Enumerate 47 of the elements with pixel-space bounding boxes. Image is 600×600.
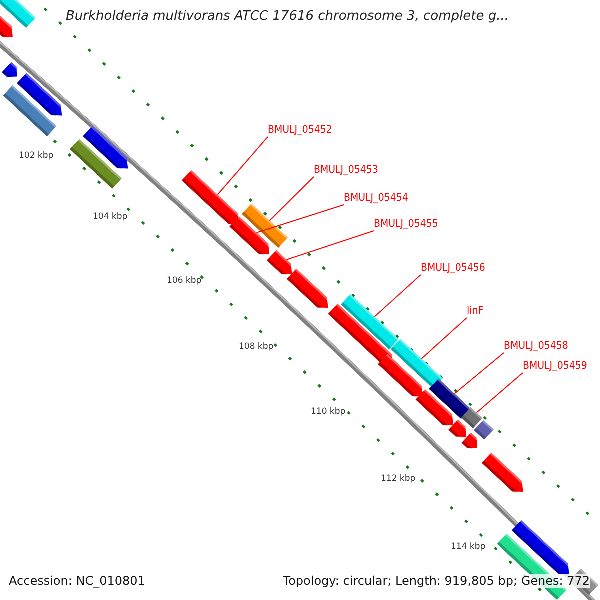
- gene-label: BMULJ_05453: [314, 164, 378, 177]
- leader-line: [217, 136, 268, 196]
- gene-block: [70, 139, 122, 189]
- gene-block: [462, 432, 478, 449]
- gene-label: BMULJ_05458: [504, 340, 568, 353]
- gene-block: [391, 339, 443, 389]
- gene-label: BMULJ_05454: [344, 192, 408, 205]
- scale-label: 106 kbp: [167, 276, 202, 287]
- scale-label: 112 kbp: [381, 474, 416, 485]
- gene-block: [266, 250, 292, 276]
- scale-label: 114 kbp: [451, 542, 486, 553]
- gene-block: [230, 216, 270, 255]
- gene-block: [416, 390, 454, 426]
- leader-line: [269, 176, 314, 222]
- gene-block: [2, 62, 18, 78]
- scale-label: 104 kbp: [93, 212, 128, 223]
- gene-block: [429, 378, 471, 420]
- gene-block: [512, 520, 570, 576]
- gene-block: [461, 407, 483, 429]
- leader-line: [454, 352, 504, 394]
- gene-block: [378, 354, 424, 398]
- gene-block: [0, 0, 36, 28]
- gene-block: [448, 420, 467, 438]
- leader-line: [256, 204, 344, 234]
- scale-label: 108 kbp: [239, 342, 274, 353]
- scale-label: 110 kbp: [311, 407, 346, 418]
- gene-label: BMULJ_05459: [523, 360, 588, 373]
- gene-block: [17, 73, 62, 116]
- gene-block: [242, 204, 288, 248]
- gene-block: [286, 268, 328, 309]
- gene-label: BMULJ_05452: [268, 124, 332, 137]
- scale-label: 102 kbp: [19, 151, 54, 162]
- gene-block: [474, 420, 494, 440]
- gene-block: [341, 294, 399, 350]
- footer-text: Accession: NC_010801: [9, 574, 146, 588]
- title: Burkholderia multivorans ATCC 17616 chromosome 3, complete g...: [66, 9, 509, 24]
- gene-block: [182, 170, 240, 226]
- gene-label: BMULJ_05456: [421, 262, 486, 275]
- leader-line: [476, 372, 524, 414]
- gene-label: linF: [467, 305, 484, 318]
- leader-line: [421, 318, 468, 360]
- gene-label: BMULJ_05455: [374, 218, 438, 231]
- gene-block: [3, 85, 57, 137]
- leader-line: [286, 230, 374, 260]
- gene-block: [83, 126, 128, 170]
- leader-line: [374, 274, 422, 318]
- gene-block: [482, 452, 524, 493]
